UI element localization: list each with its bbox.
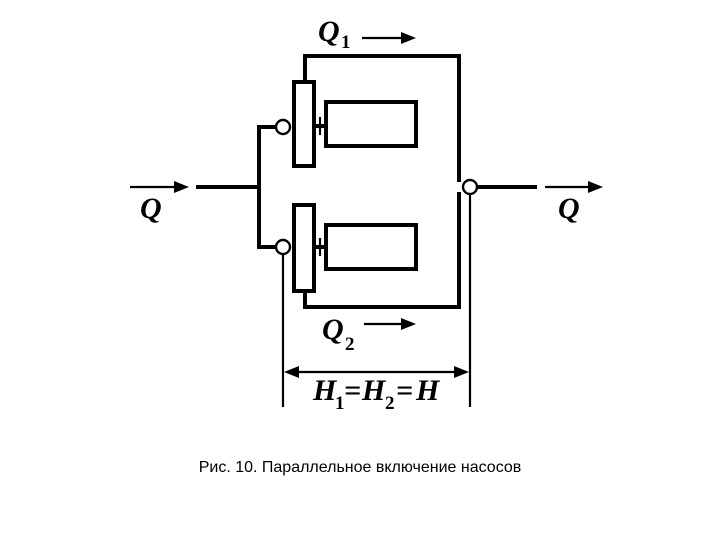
head-h1-subscript: 1	[335, 393, 345, 414]
outlet-flow-label: Q	[558, 192, 580, 225]
pump-2-body	[292, 203, 316, 293]
head-arrow-right	[454, 366, 469, 378]
branch-1-arrow-head	[401, 32, 416, 44]
inlet-flow-label: Q	[140, 192, 162, 225]
head-h2: H	[361, 374, 387, 407]
head-equation: H 1 = H 2 = H	[312, 374, 441, 414]
suction-node-1	[274, 118, 292, 136]
discharge-line-1	[303, 54, 461, 182]
branch-2-flow-label: Q	[322, 313, 344, 346]
branch-1-flow-subscript: 1	[341, 32, 351, 53]
motor-2	[324, 223, 418, 271]
head-h1: H	[312, 374, 338, 407]
branch-2-flow-subscript: 2	[345, 334, 355, 355]
pump-1-body	[292, 80, 316, 168]
head-h: H	[415, 374, 441, 407]
discharge-line-2	[303, 192, 461, 309]
figure-caption: Рис. 10. Параллельное включение насосов	[198, 459, 522, 476]
inlet-arrow-head	[174, 181, 189, 193]
suction-node-2	[274, 238, 292, 256]
head-h2-subscript: 2	[385, 393, 395, 414]
branch-1-flow-label: Q	[318, 15, 340, 48]
outlet-node	[461, 178, 479, 196]
branch-2-arrow-head	[401, 318, 416, 330]
head-eq-1: =	[344, 374, 361, 407]
outlet-arrow-head	[588, 181, 603, 193]
motor-1	[324, 100, 418, 148]
head-eq-2: =	[396, 374, 413, 407]
head-arrow-left	[284, 366, 299, 378]
